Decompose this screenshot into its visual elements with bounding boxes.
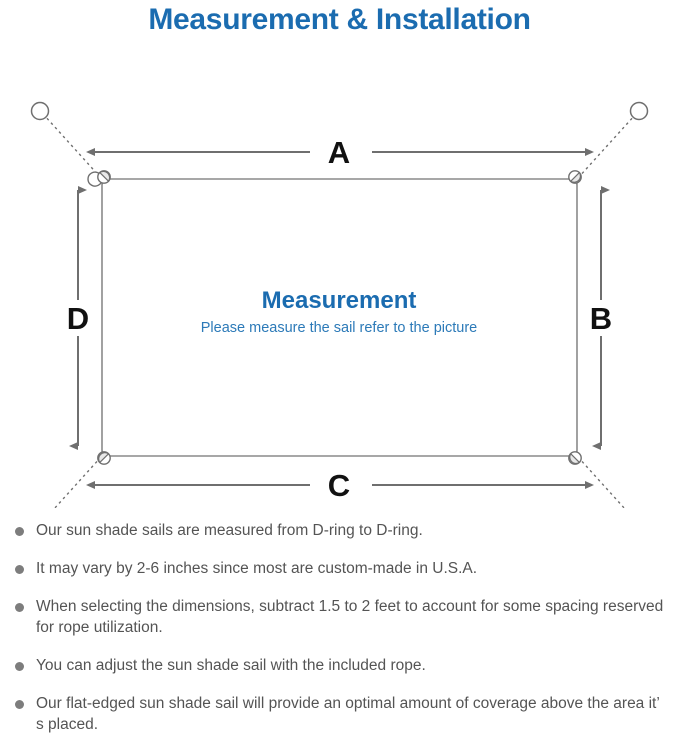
dimension-label-c: C xyxy=(328,468,350,503)
diagram-center-title: Measurement xyxy=(262,287,417,314)
list-item: Our flat-edged sun shade sail will provi… xyxy=(10,693,665,735)
note-text: Our flat-edged sun shade sail will provi… xyxy=(36,695,660,733)
list-item: When selecting the dimensions, subtract … xyxy=(10,596,665,638)
note-text: When selecting the dimensions, subtract … xyxy=(36,598,664,636)
measurement-diagram: A C D B Measurement Please measure the s… xyxy=(0,38,679,508)
d-ring-top-right xyxy=(568,170,582,184)
rope-line-bottom-left xyxy=(53,456,102,508)
measurement-diagram-svg: A C D B Measurement Please measure the s… xyxy=(30,101,649,508)
list-item: Our sun shade sails are measured from D-… xyxy=(10,520,665,541)
anchor-point-top-left xyxy=(30,101,50,121)
notes-list: Our sun shade sails are measured from D-… xyxy=(0,520,679,752)
bullet-icon xyxy=(15,565,24,574)
note-text: Our sun shade sails are measured from D-… xyxy=(36,522,423,539)
d-ring-bottom-right xyxy=(568,451,582,465)
note-text: It may vary by 2-6 inches since most are… xyxy=(36,560,478,577)
dimension-label-a: A xyxy=(328,135,350,170)
bullet-icon xyxy=(15,603,24,612)
dimension-label-d: D xyxy=(67,301,89,336)
d-ring-bottom-left xyxy=(97,451,111,465)
sail-body-rectangle xyxy=(101,178,578,457)
list-item: You can adjust the sun shade sail with t… xyxy=(10,655,665,676)
rope-line-top-left xyxy=(43,114,102,179)
dimension-label-b: B xyxy=(590,301,612,336)
bullet-icon xyxy=(15,527,24,536)
d-ring-top-left xyxy=(87,170,111,187)
anchor-point-top-right xyxy=(629,101,649,121)
diagram-center-subtitle: Please measure the sail refer to the pic… xyxy=(201,320,477,336)
bullet-icon xyxy=(15,662,24,671)
page-title: Measurement & Installation xyxy=(148,3,531,36)
list-item: It may vary by 2-6 inches since most are… xyxy=(10,558,665,579)
rope-line-top-right xyxy=(577,114,636,179)
rope-line-bottom-right xyxy=(577,456,626,508)
note-text: You can adjust the sun shade sail with t… xyxy=(36,657,426,674)
bullet-icon xyxy=(15,700,24,709)
